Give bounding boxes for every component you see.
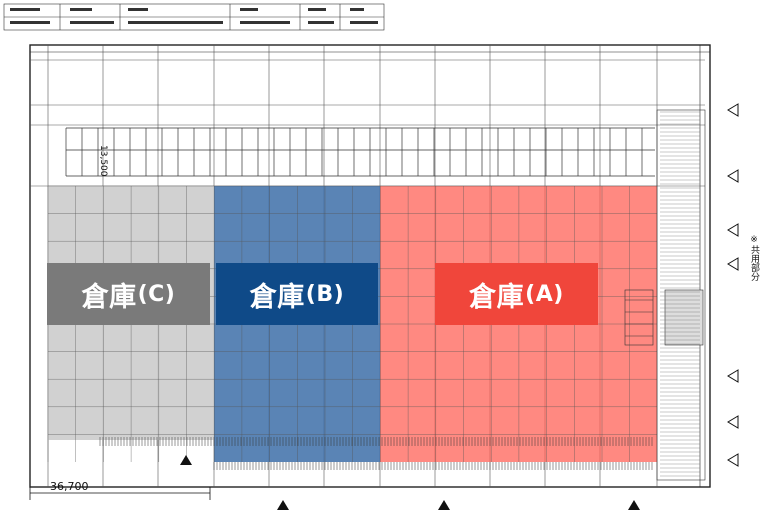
zone-a-kanji: 倉庫 [469, 281, 525, 313]
title-block [3, 3, 385, 31]
bottom-loading-edge [99, 437, 653, 470]
marker-triangles [180, 455, 640, 510]
building-outline [29, 44, 711, 488]
zone-b-tag: (B) [305, 281, 345, 307]
dimension-line [29, 487, 211, 500]
upper-room-row [65, 127, 655, 177]
zone-c-kanji: 倉庫 [81, 281, 137, 313]
dimension-vertical: 13,500 [98, 145, 108, 177]
zone-a-label: 倉庫(A) [435, 263, 598, 325]
zone-b-label: 倉庫(B) [216, 263, 378, 325]
dimension-bottom-left: 36,700 [50, 480, 89, 493]
right-edge-arrows [727, 103, 739, 467]
title-block-text [10, 8, 378, 24]
zone-c-label: 倉庫(C) [47, 263, 210, 325]
zone-b-kanji: 倉庫 [249, 281, 305, 313]
zone-c-tag: (C) [137, 281, 176, 307]
hatched-core [660, 111, 700, 477]
right-side-note: ※共用部分 [749, 235, 759, 281]
zone-a-tag: (A) [525, 281, 564, 307]
